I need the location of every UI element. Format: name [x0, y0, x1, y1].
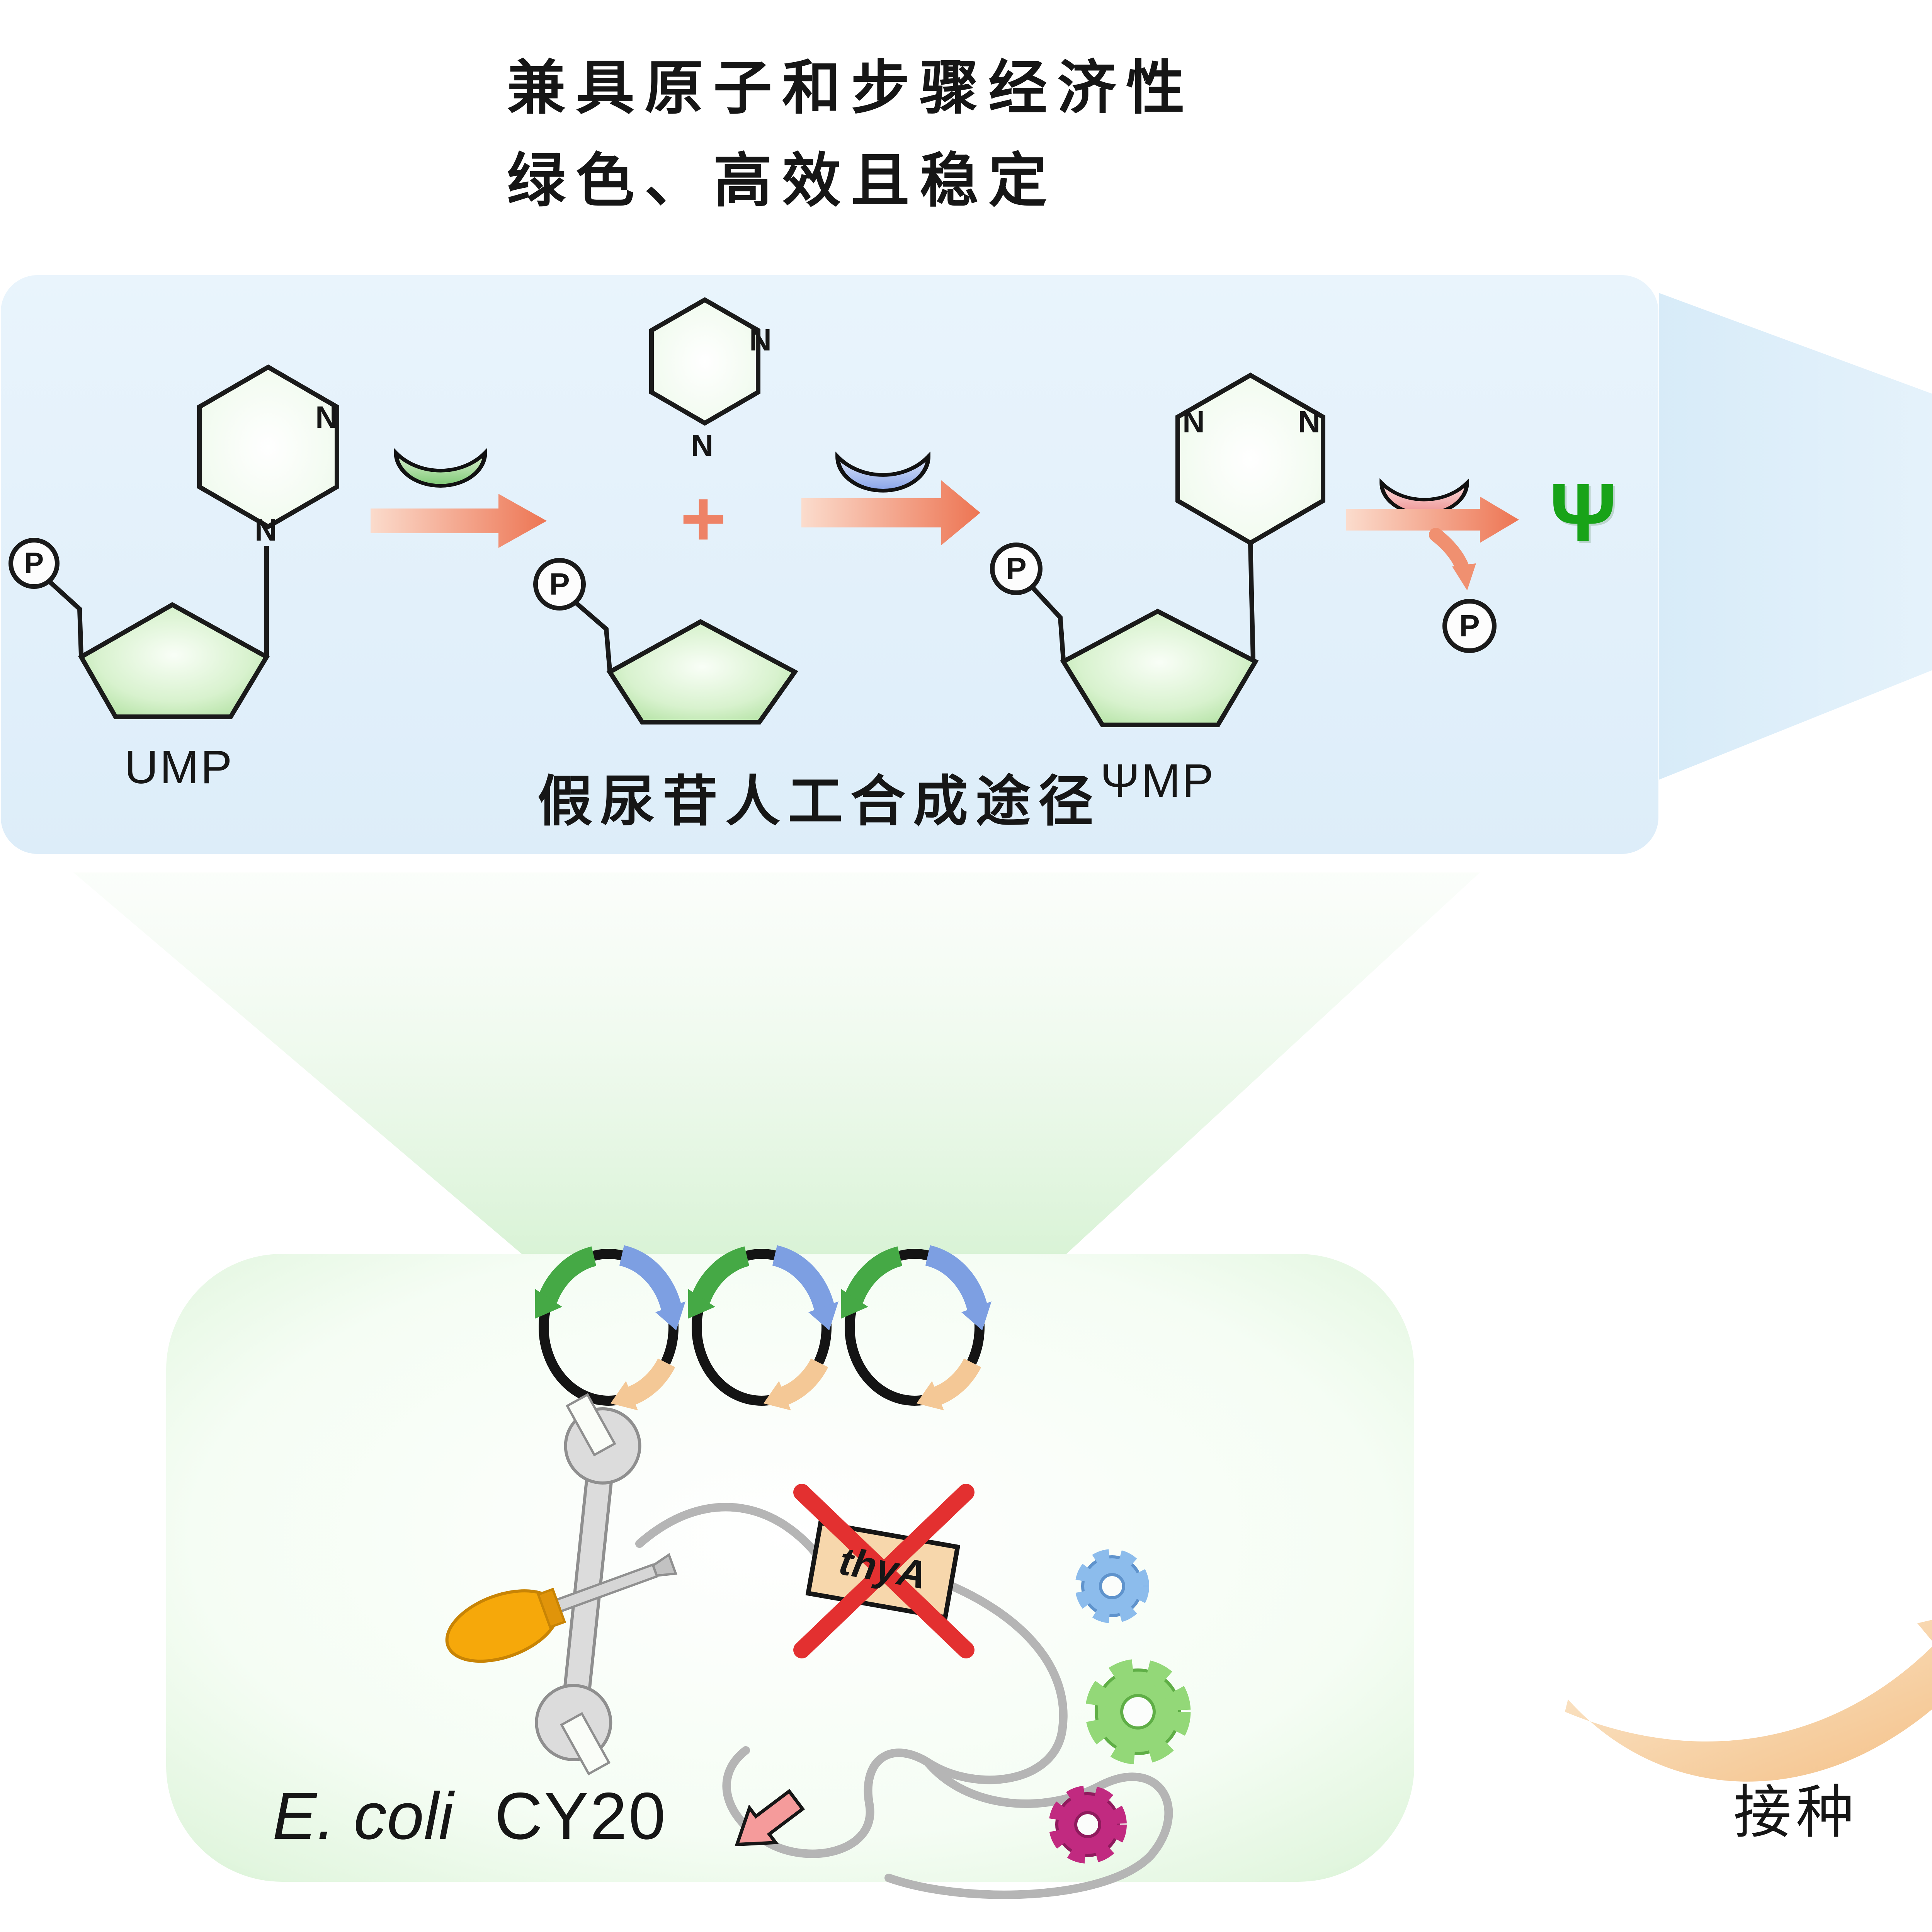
phosphate-label: P — [1006, 551, 1027, 586]
reaction-arrow-3 — [1346, 497, 1519, 653]
enzyme-bean-pink-icon — [1379, 478, 1469, 516]
projection-funnel-green — [73, 872, 1480, 1254]
n-atom-label: N — [255, 513, 277, 547]
plus-sign: + — [680, 474, 726, 563]
title-line-2: 绿色、高效且稳定 — [507, 148, 1057, 214]
ump-molecule — [9, 364, 339, 719]
n-atom-label: N — [1298, 405, 1320, 439]
n-atom-label: N — [691, 428, 713, 463]
projection-beam-blue — [1659, 293, 1932, 780]
n-atom-label: N — [1182, 405, 1205, 439]
gear-icon-magenta — [1049, 1786, 1127, 1864]
psimp-label: ΨMP — [1100, 754, 1215, 807]
gene-arrow-green — [535, 1289, 562, 1319]
phosphate-circle — [533, 558, 586, 611]
strain-species-label: E. coli — [272, 1779, 454, 1853]
released-phosphate-circle — [1442, 599, 1497, 653]
enzyme-bean-blue-icon — [835, 451, 930, 493]
reaction-arrow-2 — [801, 480, 980, 545]
uracil-ring — [197, 364, 339, 529]
ribose5p-molecule — [533, 558, 798, 724]
pathway-panel — [1, 275, 1658, 854]
gene-arrow-orange — [611, 1381, 638, 1410]
wrench-icon — [535, 1393, 641, 1776]
plasmid — [841, 1245, 992, 1410]
psimp-molecule — [990, 372, 1325, 727]
pathway-title: 假尿苷人工合成途径 — [537, 771, 1101, 832]
plasmid — [688, 1245, 838, 1410]
psi-product-label: Ψ — [1549, 466, 1617, 559]
phosphate-circle — [9, 538, 60, 589]
gene-arrow-blue — [655, 1301, 685, 1330]
red-cross-icon — [793, 1484, 975, 1658]
phosphate-label: P — [549, 567, 570, 601]
enzyme-bean-green-icon — [394, 448, 487, 488]
n-atom-label: N — [315, 400, 338, 434]
screwdriver-icon — [445, 1553, 678, 1663]
plasmid — [535, 1245, 685, 1410]
promoter-arrow-icon — [735, 1789, 805, 1847]
uracil-free-base — [649, 297, 760, 426]
strain-designation-label: CY20 — [495, 1779, 667, 1853]
phosphate-label: P — [1459, 609, 1480, 643]
gear-icon-green — [1085, 1659, 1191, 1765]
ump-label: UMP — [124, 741, 234, 793]
reaction-arrow-1 — [371, 494, 547, 548]
n-atom-label: N — [749, 323, 772, 357]
gear-icon-blue — [1075, 1549, 1149, 1623]
ribose-ring — [78, 602, 270, 719]
phosphate-label: P — [24, 547, 44, 580]
title-line-1: 兼具原子和步骤经济性 — [507, 55, 1195, 121]
inoculation-arrow — [1565, 1620, 1932, 1782]
phosphate-circle — [990, 543, 1043, 595]
inoculation-label: 接种 — [1733, 1780, 1859, 1845]
thyA-knockout — [793, 1484, 975, 1658]
